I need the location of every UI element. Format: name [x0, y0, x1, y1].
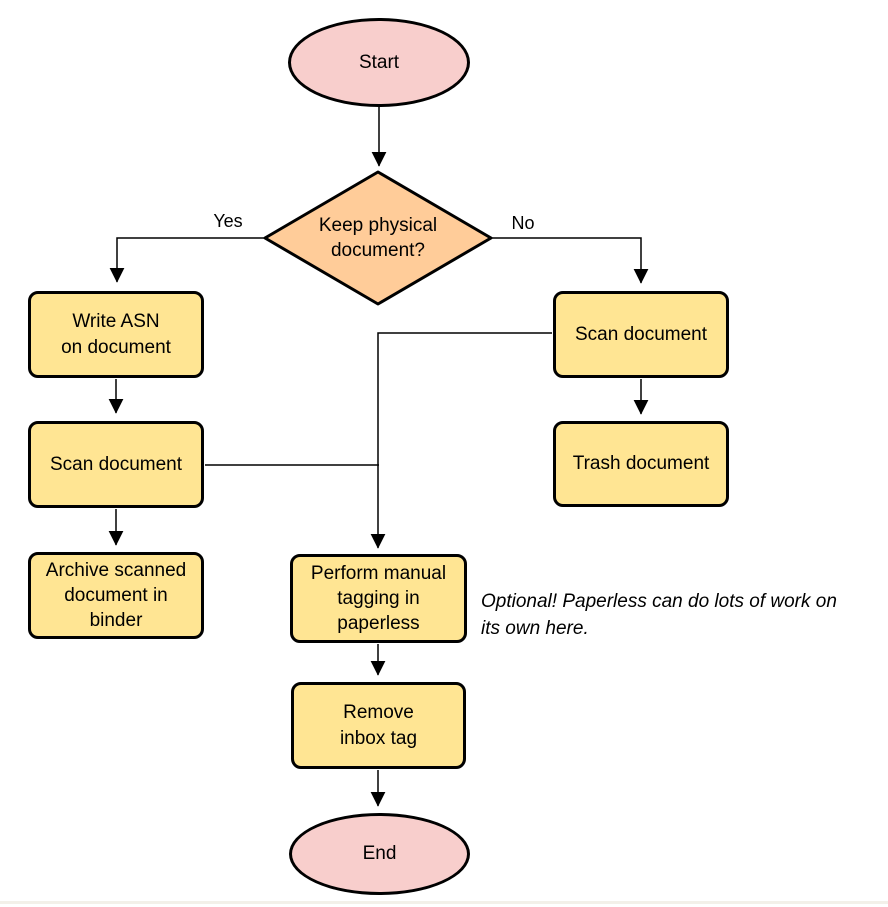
node-trash-document: Trash document: [553, 421, 729, 507]
edge-decision-yes-to-write-asn: [109, 237, 264, 283]
node-archive-binder-label: Archive scanned document in binder: [45, 559, 187, 632]
bottom-edge-divider: [0, 901, 888, 904]
node-decision-label: Keep physical document?: [318, 214, 438, 261]
node-end: End: [289, 813, 470, 895]
node-scan-document-right: Scan document: [553, 291, 729, 378]
node-remove-inbox-tag: Remove inbox tag: [291, 682, 466, 769]
node-scan-document-left: Scan document: [28, 421, 204, 508]
edge-label-yes: Yes: [213, 211, 243, 231]
node-scan-document-left-label: Scan document: [49, 453, 183, 475]
edge-decision-no-to-scan-right: [492, 237, 649, 284]
node-remove-inbox-tag-label: Remove inbox tag: [339, 702, 418, 749]
node-perform-tagging-label: Perform manual tagging in paperless: [310, 562, 447, 635]
node-scan-document-right-label: Scan document: [574, 323, 708, 345]
node-perform-tagging: Perform manual tagging in paperless: [290, 554, 467, 643]
edge-scan-right-to-perform-tagging: [370, 332, 552, 549]
node-write-asn: Write ASN on document: [28, 291, 204, 378]
node-trash-document-label: Trash document: [572, 453, 710, 475]
node-end-label: End: [362, 843, 397, 865]
optional-note: Optional! Paperless can do lots of work …: [481, 591, 837, 639]
node-archive-binder: Archive scanned document in binder: [28, 552, 204, 639]
decision-diamond-shape: [263, 170, 493, 306]
node-start: Start: [288, 18, 470, 107]
edge-label-no: No: [511, 213, 535, 233]
node-write-asn-label: Write ASN on document: [61, 311, 171, 358]
node-start-label: Start: [358, 51, 400, 73]
